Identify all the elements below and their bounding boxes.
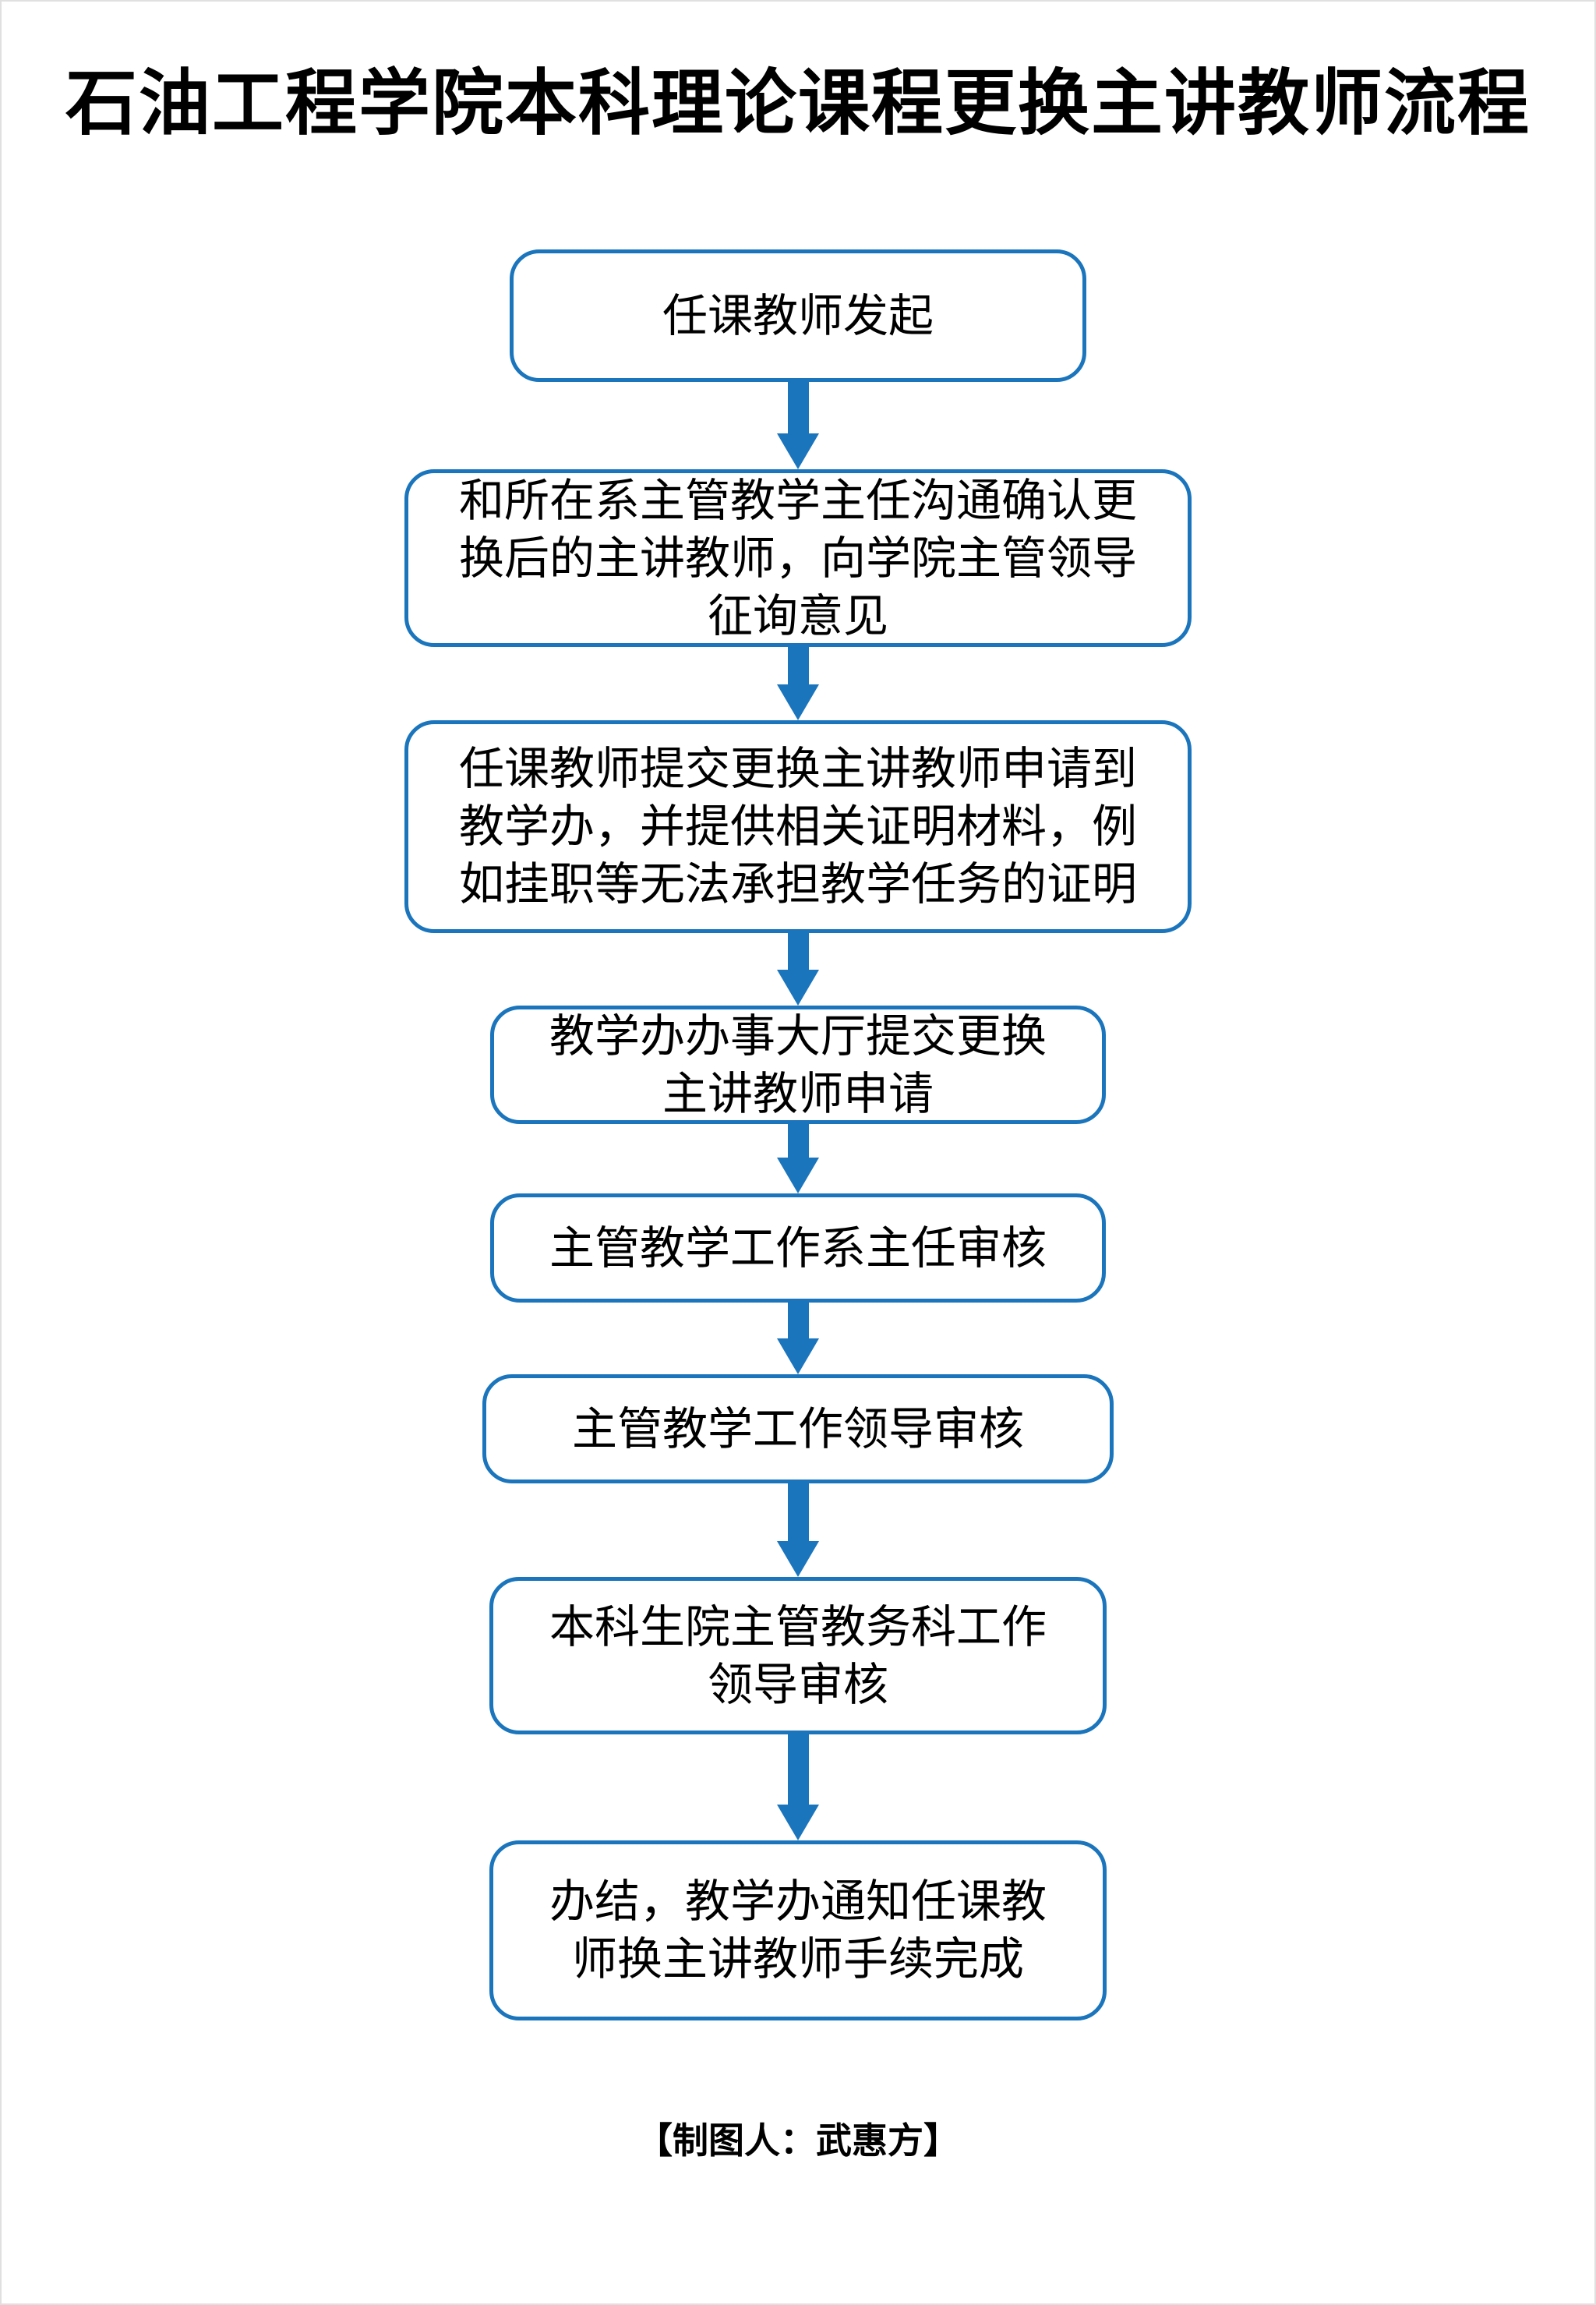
flow-step-undergraduate-school-review: 本科生院主管教务科工作 领导审核 xyxy=(489,1576,1107,1734)
arrow-shaft xyxy=(787,1483,809,1541)
flow-step-completion-notice: 办结，教学办通知任课教 师换主讲教师手续完成 xyxy=(489,1840,1107,2020)
step-text-line: 教学办，并提供相关证明材料，例 xyxy=(458,800,1137,854)
footer-credit: 【制图人：武惠方】 xyxy=(637,2119,959,2161)
arrow-shaft xyxy=(787,1734,809,1805)
step-text-line: 如挂职等无法承担教学任务的证明 xyxy=(458,857,1137,911)
step-text-line: 本科生院主管教务科工作 xyxy=(549,1600,1047,1653)
flow-arrow xyxy=(777,646,819,720)
flow-arrow xyxy=(777,381,819,469)
flow-arrow xyxy=(777,1483,819,1577)
arrow-shaft xyxy=(787,381,809,433)
step-text-line: 换后的主讲教师，向学院主管领导 xyxy=(458,531,1137,585)
step-text-line: 师换主讲教师手续完成 xyxy=(571,1932,1024,1986)
step-text-line: 征询意见 xyxy=(707,589,888,642)
step-text-line: 主管教学工作领导审核 xyxy=(571,1402,1024,1455)
flow-arrow xyxy=(777,1302,819,1374)
flow-step-confirm-with-department: 和所在系主管教学主任沟通确认更 换后的主讲教师，向学院主管领导 征询意见 xyxy=(404,468,1192,647)
step-text-line: 办结，教学办通知任课教 xyxy=(549,1875,1047,1928)
arrow-head-icon xyxy=(777,1540,819,1577)
step-text-line: 领导审核 xyxy=(707,1657,888,1711)
flow-arrow xyxy=(777,1734,819,1840)
step-text-line: 和所在系主管教学主任沟通确认更 xyxy=(458,473,1137,527)
arrow-shaft xyxy=(787,646,809,684)
step-text-line: 任课教师提交更换主讲教师申请到 xyxy=(458,742,1137,796)
arrow-head-icon xyxy=(777,433,819,469)
step-text-line: 教学办办事大厅提交更换 xyxy=(549,1009,1047,1062)
arrow-head-icon xyxy=(777,969,819,1006)
flow-arrow xyxy=(777,932,819,1006)
arrow-head-icon xyxy=(777,684,819,720)
arrow-head-icon xyxy=(777,1804,819,1840)
flow-step-submit-application-materials: 任课教师提交更换主讲教师申请到 教学办，并提供相关证明材料，例 如挂职等无法承担… xyxy=(404,719,1192,933)
arrow-shaft xyxy=(787,1123,809,1158)
arrow-shaft xyxy=(787,932,809,970)
arrow-head-icon xyxy=(777,1157,819,1193)
arrow-shaft xyxy=(787,1302,809,1338)
arrow-head-icon xyxy=(777,1338,819,1374)
flowchart: 任课教师发起 和所在系主管教学主任沟通确认更 换后的主讲教师，向学院主管领导 征… xyxy=(404,151,1192,2020)
flow-step-department-director-review: 主管教学工作系主任审核 xyxy=(490,1193,1106,1303)
flow-step-submit-at-service-hall: 教学办办事大厅提交更换 主讲教师申请 xyxy=(490,1005,1106,1124)
flow-step-start: 任课教师发起 xyxy=(510,249,1086,382)
step-text-line: 主管教学工作系主任审核 xyxy=(549,1221,1047,1274)
step-text-line: 主讲教师申请 xyxy=(662,1066,934,1120)
step-text-line: 任课教师发起 xyxy=(662,288,934,342)
flow-arrow xyxy=(777,1123,819,1193)
flow-step-teaching-leader-review: 主管教学工作领导审核 xyxy=(482,1373,1114,1483)
page-title: 石油工程学院本科理论课程更换主讲教师流程 xyxy=(65,64,1531,143)
